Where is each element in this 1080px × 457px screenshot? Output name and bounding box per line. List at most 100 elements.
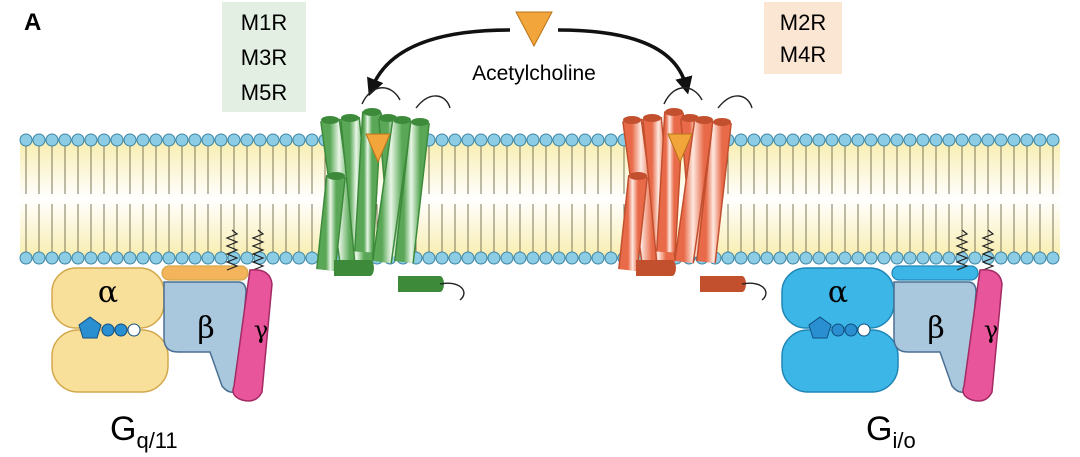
lipid-head [45, 251, 59, 265]
lipid-head [500, 133, 514, 147]
phosphate-icon [114, 323, 128, 337]
helix-cap [665, 108, 683, 116]
receptor-label: M5R [241, 80, 287, 105]
cell-membrane [19, 133, 1060, 265]
lipid-head [292, 133, 306, 147]
lipid-head [162, 133, 176, 147]
lipid-head [513, 133, 527, 147]
lipid-head [136, 133, 150, 147]
transmembrane-helix [395, 121, 429, 263]
transmembrane-helix [675, 118, 713, 264]
alpha-label: α [828, 275, 848, 310]
lipid-head [19, 133, 33, 147]
lipid-head [1007, 251, 1021, 265]
gamma-label: γ [984, 316, 998, 344]
lipid-head [903, 133, 917, 147]
lipid-head [864, 133, 878, 147]
lipid-head [994, 133, 1008, 147]
bound-acetylcholine-icon [667, 133, 693, 164]
lipid-head [188, 133, 202, 147]
receptor-box-bg [764, 2, 842, 74]
helix-cap [363, 108, 381, 116]
lipid-head [201, 133, 215, 147]
lipid-head [526, 133, 540, 147]
lipid-head [565, 133, 579, 147]
lipid-head [188, 251, 202, 265]
lipid-head [461, 133, 475, 147]
lipid-head [240, 133, 254, 147]
beta-subunit [893, 281, 977, 393]
panel-letter: A [24, 9, 41, 36]
lipid-head [786, 251, 800, 265]
lipid-head [591, 133, 605, 147]
muscarinic-receptor-gi-coupled [618, 87, 767, 301]
lipid-head [721, 251, 735, 265]
lipid-head [84, 251, 98, 265]
protein-loop [439, 282, 465, 301]
gq11-label: Gq/11 [110, 410, 178, 453]
lipid-anchor [161, 265, 249, 281]
lipid-head [838, 133, 852, 147]
transmembrane-helix [373, 118, 411, 264]
membrane-fill [20, 140, 1060, 258]
receptor-label-box-right: M2R M4R [764, 2, 842, 74]
helix-cap [713, 118, 731, 126]
lipid-head [825, 133, 839, 147]
ligand-label: Acetylcholine [472, 62, 596, 85]
g-main: G [110, 410, 136, 448]
lipid-head [578, 133, 592, 147]
lipid-head [864, 251, 878, 265]
lipid-head [84, 133, 98, 147]
lipid-head [539, 251, 553, 265]
lipid-head [149, 251, 163, 265]
phosphate-icon [831, 323, 845, 337]
lipid-head [240, 251, 254, 265]
alpha-subunit-lower [51, 329, 169, 393]
gamma-label: γ [254, 316, 268, 344]
lipid-head [942, 133, 956, 147]
lipid-head [448, 251, 462, 265]
lipid-head [32, 133, 46, 147]
lipid-head [1033, 133, 1047, 147]
lipid-head [838, 251, 852, 265]
lipid-head [487, 251, 501, 265]
lipid-head [968, 251, 982, 265]
lipid-head [851, 133, 865, 147]
lipid-head [71, 251, 85, 265]
lipid-head [760, 251, 774, 265]
phosphate-icon [844, 323, 858, 337]
lipid-head [435, 251, 449, 265]
lipid-head [734, 133, 748, 147]
lipid-head [136, 251, 150, 265]
lipid-head [487, 133, 501, 147]
alpha-subunit-lower [781, 329, 899, 393]
lipid-head [877, 251, 891, 265]
lipid-head [1020, 251, 1034, 265]
lipid-head [1007, 133, 1021, 147]
lipid-head [1033, 251, 1047, 265]
receptor-label-box-left: M1R M3R M5R [222, 2, 306, 112]
lipid-head [552, 133, 566, 147]
lipid-head [773, 251, 787, 265]
lipid-head [786, 133, 800, 147]
helix-cap [393, 116, 411, 124]
lipid-head [58, 133, 72, 147]
transmembrane-helix [619, 175, 647, 271]
g-subscript: q/11 [136, 428, 177, 453]
lipid-head [448, 133, 462, 147]
lipid-head [890, 133, 904, 147]
phosphate-icon [101, 323, 115, 337]
helix-cap [321, 116, 339, 124]
protein-loop [415, 95, 451, 109]
receptor-label: M3R [241, 45, 287, 70]
g-subscript: i/o [892, 428, 915, 453]
lipid-head [175, 251, 189, 265]
lipid-head [435, 133, 449, 147]
lipid-head [1046, 133, 1060, 147]
nucleotide-ribose-icon [808, 316, 832, 339]
lipid-head [110, 251, 124, 265]
lipid-head [552, 251, 566, 265]
lipid-head [71, 133, 85, 147]
helix-cap [695, 116, 713, 124]
